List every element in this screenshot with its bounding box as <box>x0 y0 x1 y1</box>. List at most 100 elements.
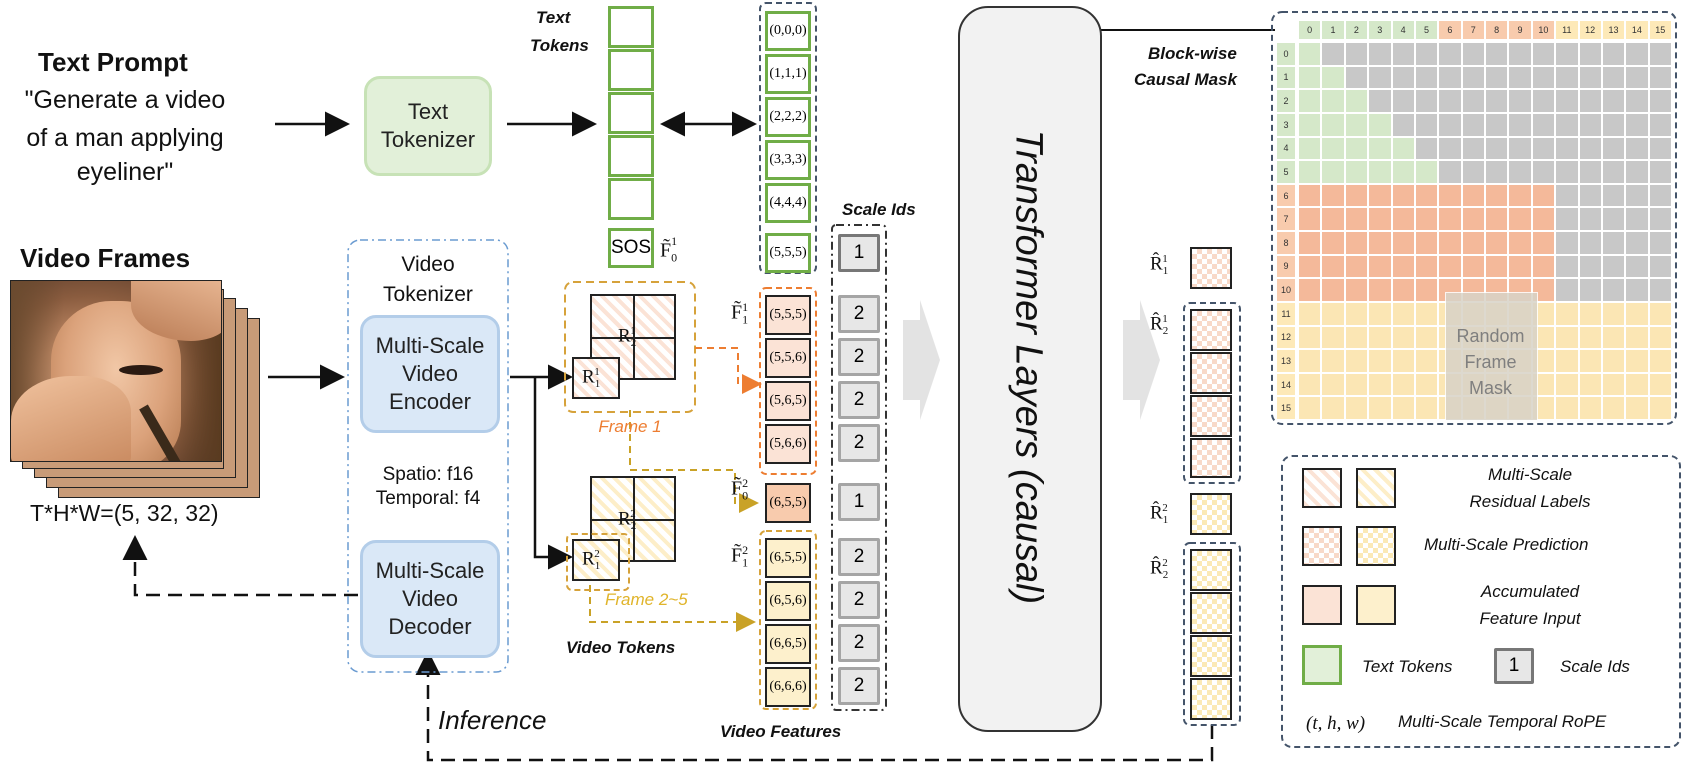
mask-cell <box>1414 183 1439 208</box>
text-token-cell <box>608 135 654 177</box>
mask-cell <box>1648 207 1672 231</box>
mask-cell <box>1485 231 1509 255</box>
mask-row-label: 6 <box>1276 183 1296 208</box>
mask-cell <box>1344 372 1369 397</box>
mask-row-label: 4 <box>1276 136 1296 161</box>
mask-cell <box>1555 396 1579 420</box>
mask-cell <box>1391 325 1415 350</box>
rope-f02: (6,5,5) <box>765 483 811 523</box>
mask-row-label: 10 <box>1276 278 1296 302</box>
f0-2-label: F̃02 <box>731 476 749 503</box>
mask-cell <box>1555 89 1579 113</box>
legend-residual-orange <box>1302 468 1342 508</box>
output-frame1-outline <box>1183 302 1241 484</box>
mask-cell <box>1601 136 1626 161</box>
mask-cell <box>1555 136 1579 161</box>
legend-prediction-yellow <box>1356 526 1396 566</box>
mask-cell <box>1531 160 1556 184</box>
mask-cell <box>1391 254 1415 279</box>
output-r2-cell <box>1190 352 1232 394</box>
text-tokens-label-2: Tokens <box>530 36 589 55</box>
mask-cell <box>1461 160 1485 184</box>
mask-cell <box>1438 254 1462 279</box>
mask-row-label: 8 <box>1276 231 1296 255</box>
mask-cell <box>1601 112 1626 137</box>
mask-cell <box>1368 136 1392 161</box>
mask-cell <box>1414 325 1439 350</box>
mask-cell <box>1578 65 1602 90</box>
mask-cell <box>1391 349 1415 373</box>
mask-cell <box>1461 254 1485 279</box>
mask-cell <box>1461 42 1485 66</box>
mask-col-label: 7 <box>1461 20 1485 40</box>
mask-cell <box>1648 42 1672 66</box>
mask-cell <box>1485 65 1509 90</box>
mask-cell <box>1531 231 1556 255</box>
legend-thw: (t, h, w) <box>1306 713 1366 734</box>
mask-row-label: 0 <box>1276 42 1296 66</box>
mask-cell <box>1648 65 1672 90</box>
mask-cell <box>1298 112 1322 137</box>
mask-cell <box>1625 254 1649 279</box>
mask-cell <box>1414 136 1439 161</box>
mask-cell <box>1391 396 1415 420</box>
f-tilde: F̃ <box>660 239 672 262</box>
decoder-line3: Decoder <box>388 614 472 639</box>
mask-cell <box>1298 183 1322 208</box>
decoder-line1: Multi-Scale <box>375 558 485 583</box>
mask-cell <box>1461 89 1485 113</box>
mask-cell <box>1648 254 1672 279</box>
mask-cell <box>1391 278 1415 302</box>
fat-arrow-out <box>1123 300 1160 420</box>
mask-cell <box>1648 112 1672 137</box>
scale-ids-outline <box>831 224 887 711</box>
random-frame-mask-region <box>1445 292 1538 421</box>
arrow-decoder-to-frames <box>122 535 358 597</box>
arrow-frame2-to-features <box>589 585 756 632</box>
mask-cell <box>1321 325 1345 350</box>
mask-cell <box>1508 183 1532 208</box>
out-r1-2-label: R̂12 <box>1150 502 1169 527</box>
mask-cell <box>1578 136 1602 161</box>
mask-cell <box>1368 349 1392 373</box>
legend-prediction-orange <box>1302 526 1342 566</box>
mask-cell <box>1438 89 1462 113</box>
video-features-label: Video Features <box>720 722 842 741</box>
mask-cell <box>1391 42 1415 66</box>
output-r2-cell <box>1190 438 1232 478</box>
mask-cell <box>1601 254 1626 279</box>
mask-cell <box>1321 112 1345 137</box>
mask-cell <box>1648 136 1672 161</box>
mask-cell <box>1344 325 1369 350</box>
mask-cell <box>1555 254 1579 279</box>
legend-accumulated-line2: Feature Input <box>1479 609 1581 628</box>
mask-cell <box>1438 160 1462 184</box>
mask-cell <box>1555 42 1579 66</box>
video-tokenizer-title-1: Video <box>401 253 455 276</box>
mask-row-label: 14 <box>1276 372 1296 397</box>
mask-cell <box>1578 278 1602 302</box>
mask-cell <box>1508 42 1532 66</box>
text-token-cell <box>608 178 654 220</box>
mask-cell <box>1485 42 1509 66</box>
mask-cell <box>1508 254 1532 279</box>
frame2-rope-outline <box>759 530 817 710</box>
text-prompt-title: Text Prompt <box>38 47 188 77</box>
rope-text-1: (1,1,1) <box>765 54 811 94</box>
output-r2-cell <box>1190 309 1232 351</box>
mask-cell <box>1298 372 1322 397</box>
mask-cell <box>1508 89 1532 113</box>
mask-cell <box>1578 42 1602 66</box>
random-mask-line3: Mask <box>1468 378 1512 398</box>
mask-cell <box>1508 65 1532 90</box>
mask-cell <box>1531 112 1556 137</box>
mask-cell <box>1625 112 1649 137</box>
mask-cell <box>1648 372 1672 397</box>
residual-r1-frame1 <box>572 357 620 399</box>
mask-cell <box>1531 65 1556 90</box>
mask-cell <box>1531 136 1556 161</box>
mask-cell <box>1625 372 1649 397</box>
